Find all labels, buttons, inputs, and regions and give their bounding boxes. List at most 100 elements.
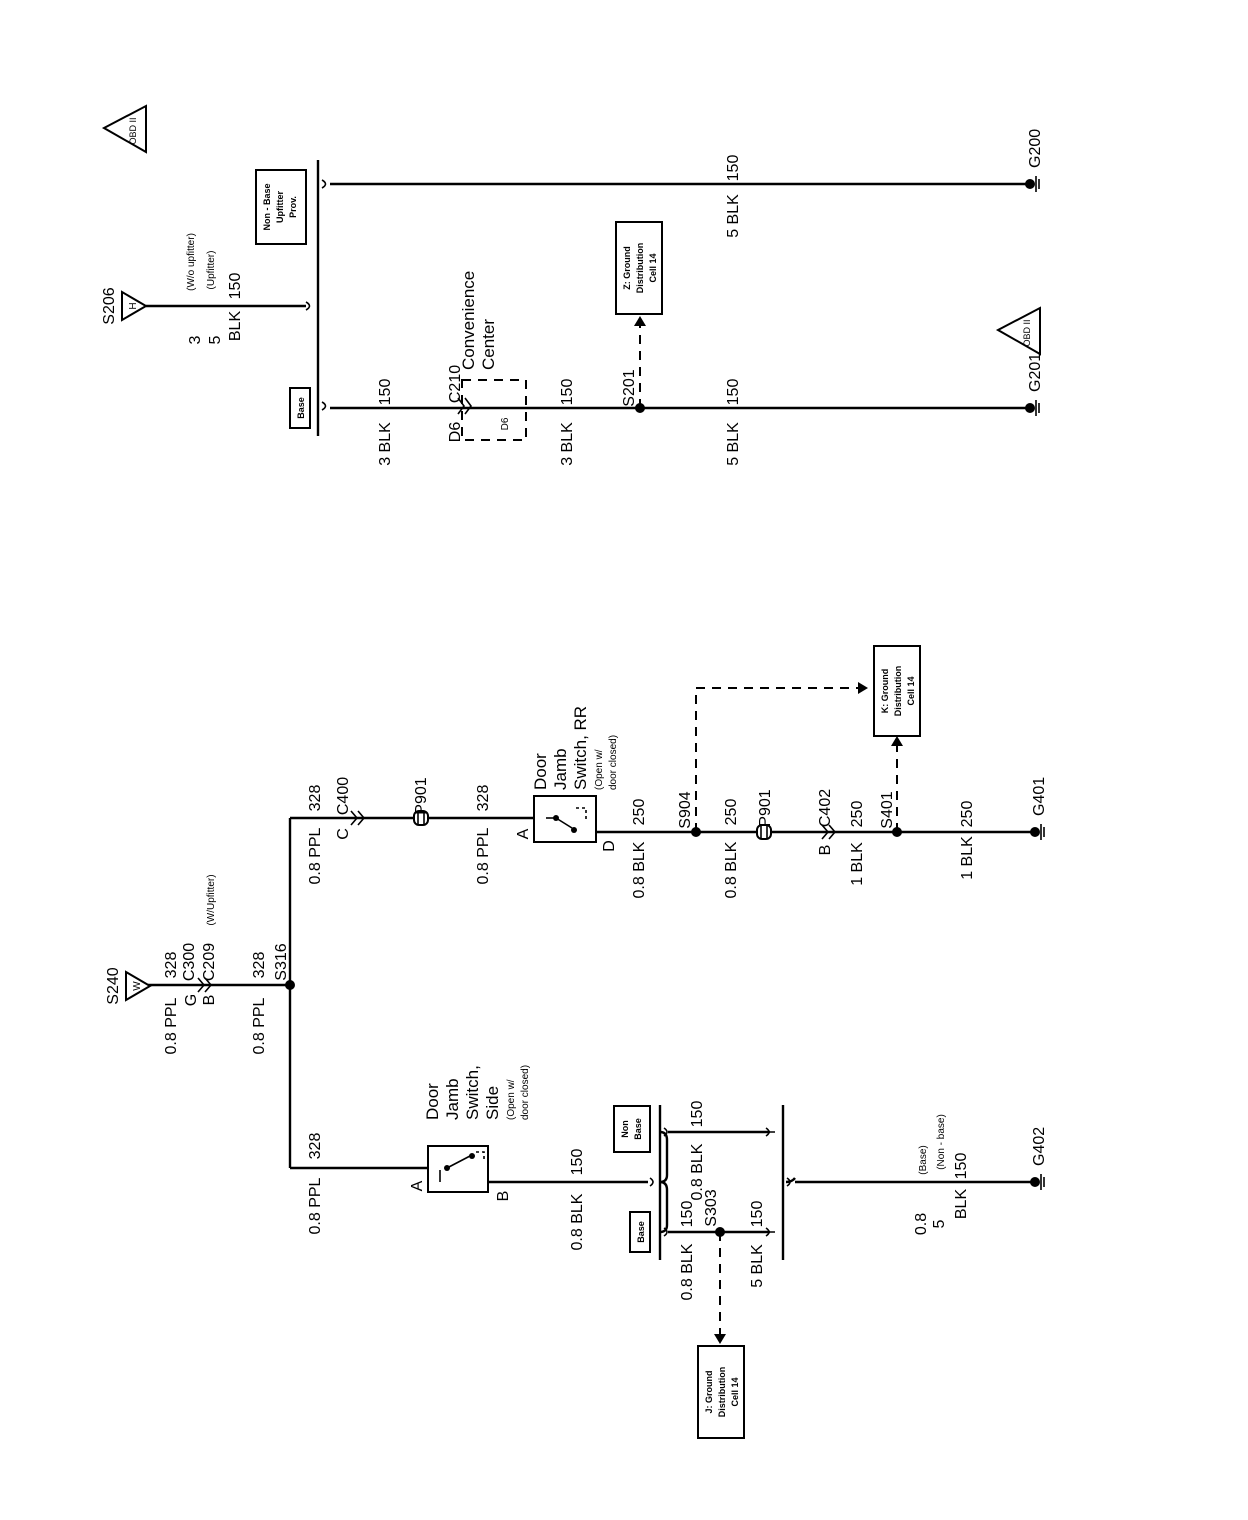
convenience-center-label-1: Convenience (459, 271, 478, 370)
side-switch-label-4: Side (483, 1086, 502, 1120)
wire-ppl-s240: 0.8 PPL (163, 997, 180, 1054)
ground-g401-symbol (1030, 824, 1045, 840)
connector-d6-label: D6 (447, 422, 464, 443)
wire-ppl-s316: 0.8 PPL (251, 997, 268, 1054)
svg-text:Cell 14: Cell 14 (730, 1377, 740, 1406)
left-wires (148, 816, 1035, 1260)
splice-tag-s240 (125, 970, 152, 1002)
splice-s303-label: S303 (703, 1189, 720, 1226)
svg-text:Distribution: Distribution (635, 243, 645, 294)
wire-s206-color: BLK (227, 311, 244, 342)
wire-blk-g401-num: 250 (959, 801, 976, 828)
svg-text:Base: Base (296, 397, 306, 419)
splice-s316-dot (285, 980, 295, 990)
svg-text:Cell 14: Cell 14 (906, 676, 916, 705)
wire-g200: 5 BLK (725, 194, 742, 238)
wire-d6: 3 BLK (559, 422, 576, 466)
wire-blk-nonbase-num: 150 (689, 1101, 706, 1128)
pin-side-b: B (495, 1191, 512, 1202)
rr-switch-note-1: (Open w/ (594, 749, 605, 790)
connector-chevrons (197, 397, 837, 993)
splice-s904-dot (691, 827, 701, 837)
option-box-base-left: Base (629, 1211, 651, 1253)
pin-rr-a: A (515, 828, 532, 839)
wire-g402-note2: (Non - base) (936, 1114, 947, 1170)
ground-g402-symbol (1030, 1174, 1045, 1190)
option-box-non-base: Non Base (613, 1105, 651, 1153)
wire-s206-size1: 3 (187, 335, 204, 344)
ground-g402-label: G402 (1031, 1127, 1048, 1166)
splice-tag-s206 (121, 290, 148, 322)
wire-ppl-side-num: 328 (307, 1133, 324, 1160)
splice-s401-label: S401 (879, 791, 896, 828)
p901-symbols (413, 810, 772, 840)
svg-text:Prov.: Prov. (288, 196, 298, 218)
wire-ppl-s240-num: 328 (163, 952, 180, 979)
splice-s201-dot (635, 403, 645, 413)
ground-g201-label: G201 (1027, 353, 1044, 392)
convenience-center-inner: D6 (500, 417, 511, 430)
ref-box-z-ground-distribution: Z: Ground Distribution Cell 14 (615, 221, 663, 315)
wire-g201: 5 BLK (725, 422, 742, 466)
connector-c300-label: C300 (181, 943, 198, 981)
ref-box-j-ground-distribution: J: Ground Distribution Cell 14 (697, 1345, 745, 1439)
ref-box-k-ground-distribution: K: Ground Distribution Cell 14 (873, 645, 921, 737)
pin-g: G (183, 994, 200, 1006)
pin-side-a: A (409, 1180, 426, 1191)
wire-blk-s904: 0.8 BLK (723, 841, 740, 898)
connector-c402-label: C402 (817, 789, 834, 827)
wire-base3: 3 BLK (377, 422, 394, 466)
convenience-center-label-2: Center (479, 319, 498, 370)
wire-ppl-rr: 0.8 PPL (475, 827, 492, 884)
side-switch-label-1: Door (423, 1083, 442, 1120)
connector-c209-note: (W/Upfitter) (206, 874, 217, 925)
wire-blk-rr-d: 0.8 BLK (631, 841, 648, 898)
wire-g402-color: BLK (953, 1189, 970, 1220)
option-box-base-right: Base (289, 387, 311, 429)
pin-b: B (201, 995, 218, 1006)
wire-blk-side-b: 0.8 BLK (569, 1193, 586, 1250)
splice-s316-label: S316 (273, 943, 290, 980)
wire-blk-c402-num: 250 (849, 801, 866, 828)
wire-blk-nonbase: 0.8 BLK (689, 1143, 706, 1200)
wire-s206-size2: 5 (207, 335, 224, 344)
door-jamb-switch-rr (533, 795, 597, 843)
wire-blk-side-b-num: 150 (569, 1149, 586, 1176)
ground-g200-label: G200 (1027, 129, 1044, 168)
splice-s206-label: S206 (101, 287, 118, 324)
wire-g402-size1: 0.8 (913, 1213, 930, 1235)
wire-blk-c402: 1 BLK (849, 842, 866, 886)
wire-blk-s904-num: 250 (723, 799, 740, 826)
ground-g201-symbol (1025, 400, 1040, 416)
arrow-ref-s201 (634, 316, 646, 326)
svg-text:Non: Non (620, 1120, 630, 1138)
wire-g200-num: 150 (725, 155, 742, 182)
p901-bottom-label: P901 (757, 789, 774, 826)
connector-c400-label: C400 (335, 777, 352, 815)
side-switch-note-2: door closed) (520, 1065, 531, 1120)
splice-s240-tag: W (132, 981, 143, 991)
option-box-non-base-upfitter: Non - Base Upfitter Prov. (255, 169, 307, 245)
svg-text:K: Ground: K: Ground (880, 669, 890, 714)
splice-s201-label: S201 (621, 369, 638, 406)
wire-g402-note1: (Base) (918, 1145, 929, 1174)
obd-badge-text: OBD II (1022, 319, 1032, 346)
wire-blk-g401: 1 BLK (959, 836, 976, 880)
splice-s206-tag: H (128, 302, 139, 309)
p901-top-label: P901 (413, 777, 430, 814)
right-wires (146, 160, 1030, 441)
wire-d6-num: 150 (559, 379, 576, 406)
rr-switch-label-1: Door (531, 753, 550, 790)
wire-s206-num: 150 (227, 273, 244, 300)
wire-blk-s303-left: 0.8 BLK (679, 1243, 696, 1300)
svg-text:Upfitter: Upfitter (275, 191, 285, 223)
pin-c402-b: B (817, 845, 834, 856)
ground-g401-label: G401 (1031, 777, 1048, 816)
svg-text:Base: Base (633, 1118, 643, 1140)
wire-g402-size2: 5 (931, 1219, 948, 1228)
pin-rr-d: D (601, 840, 618, 852)
pin-c: C (335, 828, 352, 840)
wire-blk-rr-d-num: 250 (631, 799, 648, 826)
rr-switch-label-3: Switch, RR (571, 706, 590, 790)
wire-base3-num: 150 (377, 379, 394, 406)
